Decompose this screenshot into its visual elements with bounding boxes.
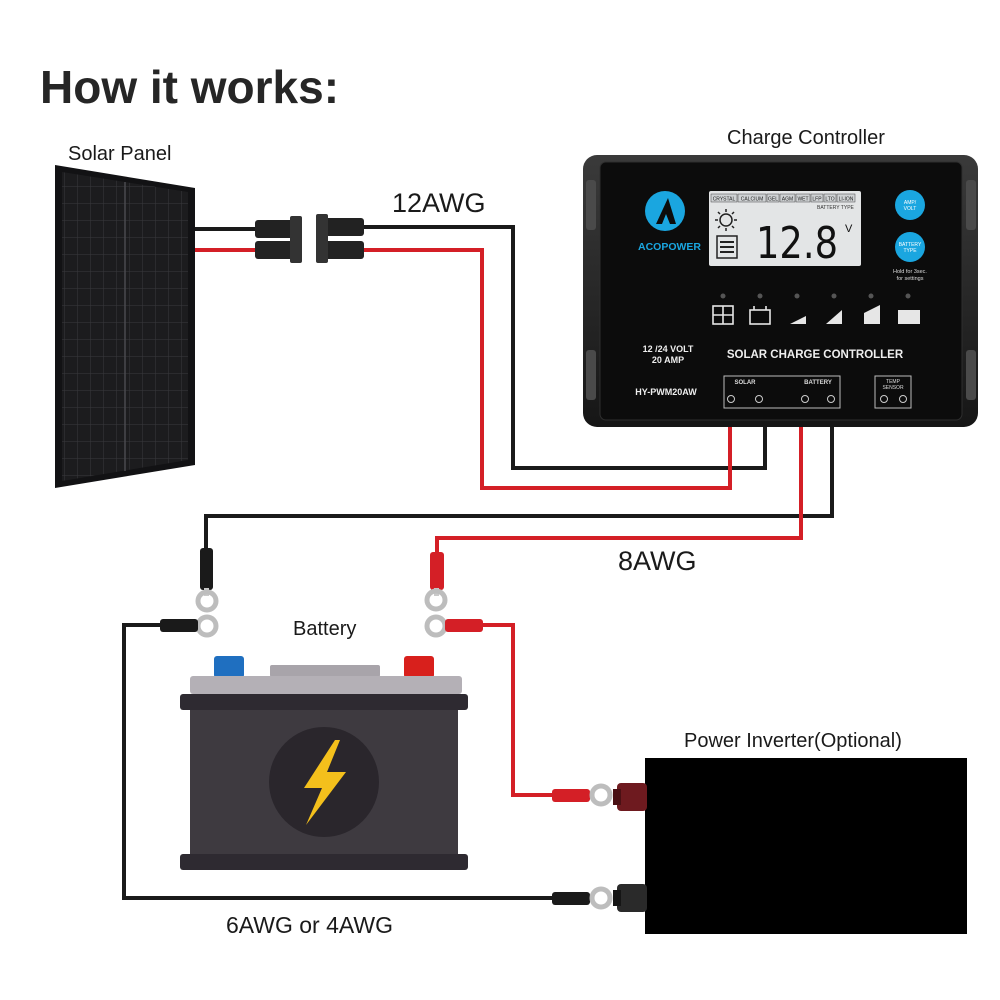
mc4-connector-red-male — [255, 237, 302, 263]
controller-model: HY-PWM20AW — [635, 387, 697, 397]
wire-label-6awg: 6AWG or 4AWG — [226, 912, 393, 938]
ring-terminal-red-battery — [424, 614, 483, 638]
wire-solar-black-long — [364, 225, 767, 470]
stage-1-icon — [790, 316, 806, 324]
full-battery-icon — [898, 310, 920, 324]
wire-inverter-red — [478, 623, 560, 797]
terminal-temp-label-1: TEMP — [886, 379, 901, 385]
battery-type-label: CRYSTAL — [713, 197, 736, 203]
amp-spec: 20 AMP — [652, 355, 684, 365]
ring-terminal-red-top — [424, 552, 448, 612]
wire-battery-red — [435, 425, 803, 552]
inverter-positive-post — [613, 783, 647, 811]
power-inverter — [613, 758, 967, 934]
battery-type-caption: BATTERY TYPE — [817, 205, 855, 211]
charge-stage-icons — [790, 305, 920, 324]
battery-type-chip — [810, 193, 824, 203]
hold-note-1: Hold for 3sec. — [893, 269, 927, 275]
solar-panel — [55, 165, 195, 488]
battery-type-label: LI-ION — [839, 197, 854, 203]
indicator-leds — [720, 293, 911, 299]
inverter-label: Power Inverter(Optional) — [684, 730, 902, 752]
mc4-connector-red-female — [316, 237, 364, 263]
lightning-bolt-icon — [304, 740, 346, 825]
stage-2-icon — [826, 310, 842, 324]
charge-controller-label: Charge Controller — [727, 127, 885, 149]
battery — [180, 656, 468, 870]
battery-type-chip — [779, 193, 796, 203]
battery-type-button-label-2: TYPE — [903, 248, 917, 254]
wire-label-8awg: 8AWG — [618, 546, 697, 576]
ring-terminal-black-battery — [160, 614, 219, 638]
terminal-solar-label: SOLAR — [735, 380, 757, 386]
sun-icon — [715, 209, 737, 231]
amp-volt-button-label-2: VOLT — [904, 206, 917, 212]
terminal-battery-label: BATTERY — [804, 380, 832, 386]
wire-battery-black — [204, 425, 834, 548]
stage-3-icon — [864, 305, 880, 324]
battery-type-chip — [737, 193, 767, 203]
wire-inverter-black — [122, 623, 560, 900]
ring-terminal-black-top — [195, 548, 219, 613]
battery-positive-terminal — [404, 656, 434, 678]
mc4-connectors — [255, 214, 364, 263]
battery-type-chip — [823, 193, 837, 203]
ring-terminal-red-inverter — [552, 783, 613, 807]
lcd-reading: 12.8 — [756, 218, 838, 269]
battery-type-label: LTO — [825, 197, 834, 203]
controller-brand: ACOPOWER — [638, 241, 701, 253]
battery-type-chip — [836, 193, 856, 203]
wire-solar-red-long — [364, 248, 732, 490]
mc4-connector-black-male — [255, 216, 302, 242]
controller-side-ribs — [586, 180, 976, 400]
battery-negative-terminal — [214, 656, 244, 678]
inverter-negative-post — [613, 884, 647, 912]
terminal-block: SOLAR BATTERY TEMP SENSOR — [723, 375, 912, 409]
battery-type-label: GEL — [768, 197, 778, 203]
amp-volt-button[interactable]: AMP/ VOLT — [895, 190, 925, 220]
solar-panel-label: Solar Panel — [68, 143, 172, 165]
battery-type-label: WET — [797, 197, 808, 203]
battery-level-icon — [716, 235, 738, 259]
terminal-temp-label-2: SENSOR — [882, 385, 904, 391]
ring-terminal-black-inverter — [552, 886, 613, 910]
lcd-unit: V — [845, 223, 853, 235]
battery-type-chip — [766, 193, 780, 203]
battery-type-button-label-1: BATTERY — [899, 242, 922, 248]
page-title: How it works: — [40, 61, 340, 113]
hold-note-2: for settings — [897, 276, 924, 282]
battery-type-label: AGM — [782, 197, 793, 203]
amp-volt-button-label-1: AMP/ — [904, 200, 917, 206]
battery-icon — [749, 306, 771, 325]
wires — [122, 225, 834, 900]
controller-panel-title: SOLAR CHARGE CONTROLLER — [727, 349, 904, 361]
wire-label-12awg: 12AWG — [392, 188, 486, 218]
terminal-screws — [727, 395, 907, 403]
acopower-logo-icon — [645, 191, 685, 231]
battery-label: Battery — [293, 618, 357, 640]
voltage-spec: 12 /24 VOLT — [643, 344, 694, 354]
solar-panel-icon — [712, 305, 734, 325]
battery-type-button[interactable]: BATTERY TYPE — [895, 232, 925, 262]
battery-type-label: CALCIUM — [741, 197, 764, 203]
battery-type-chip — [710, 193, 738, 203]
mc4-connector-black-female — [316, 214, 364, 240]
battery-type-chip — [795, 193, 811, 203]
battery-type-label: LFP — [812, 197, 822, 203]
